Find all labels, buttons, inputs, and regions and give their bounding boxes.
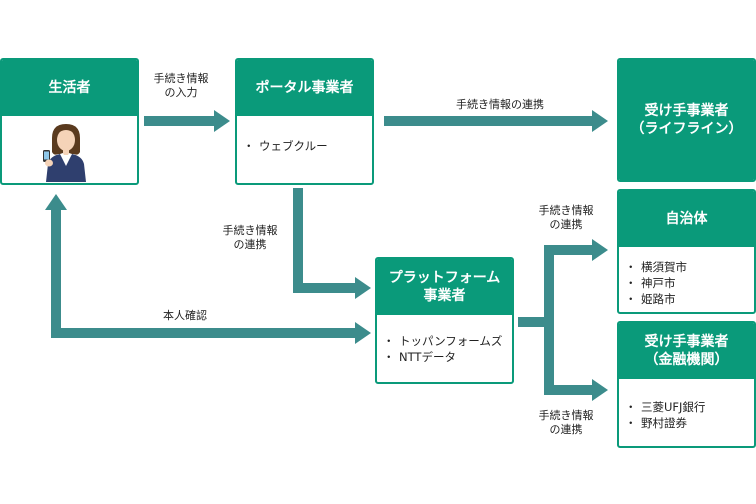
finance-title: 受け手事業者 （金融機関） — [619, 323, 754, 379]
list-item: 神戸市 — [619, 275, 754, 291]
lifeline-title-line1: 受け手事業者 — [644, 103, 729, 119]
label-link-platform: 手続き情報 の連携 — [212, 224, 288, 252]
platform-box: プラットフォーム 事業者 トッパンフォームズ NTTデータ — [375, 257, 514, 384]
label-link-municipality: 手続き情報 の連携 — [528, 204, 604, 232]
municipality-title: 自治体 — [619, 191, 754, 247]
platform-list: トッパンフォームズ NTTデータ — [377, 333, 512, 365]
arrow-link-municipality — [544, 239, 608, 401]
label-input: 手続き情報 の入力 — [148, 72, 214, 100]
citizen-box: 生活者 — [0, 58, 139, 185]
lifeline-title: 受け手事業者 （ライフライン） — [619, 60, 754, 180]
list-item: 横須賀市 — [619, 259, 754, 275]
citizen-title: 生活者 — [2, 60, 137, 116]
municipality-box: 自治体 横須賀市 神戸市 姫路市 — [617, 189, 756, 314]
label-input-line2: の入力 — [164, 86, 198, 99]
label-identity: 本人確認 — [163, 309, 207, 322]
label-link-municipality-line2: の連携 — [549, 218, 583, 231]
list-item: ウェブクルー — [237, 138, 372, 154]
platform-title-line2: 事業者 — [423, 288, 466, 304]
platform-title-line1: プラットフォーム — [388, 270, 501, 286]
label-link-municipality-line1: 手続き情報 — [538, 204, 594, 217]
label-link-lifeline: 手続き情報の連携 — [456, 98, 544, 111]
platform-title: プラットフォーム 事業者 — [377, 259, 512, 315]
arrow-link-lifeline — [384, 110, 608, 132]
label-link-platform-line1: 手続き情報 — [222, 224, 278, 237]
arrow-identity — [45, 194, 371, 344]
portal-box: ポータル事業者 ウェブクルー — [235, 58, 374, 185]
finance-title-line1: 受け手事業者 — [644, 334, 729, 350]
lifeline-title-line2: （ライフライン） — [630, 121, 743, 137]
finance-list: 三菱UFJ銀行 野村證券 — [619, 399, 754, 431]
portal-title: ポータル事業者 — [237, 60, 372, 116]
label-link-platform-line2: の連携 — [233, 238, 267, 251]
arrow-link-platform — [293, 188, 371, 299]
portal-list: ウェブクルー — [237, 138, 372, 154]
arrow-input — [144, 110, 230, 132]
label-input-line1: 手続き情報 — [153, 72, 209, 85]
municipality-list: 横須賀市 神戸市 姫路市 — [619, 259, 754, 307]
list-item: NTTデータ — [377, 349, 512, 365]
label-link-finance-line2: の連携 — [549, 423, 583, 436]
finance-title-line2: （金融機関） — [644, 352, 729, 368]
list-item: 野村證券 — [619, 415, 754, 431]
lifeline-box: 受け手事業者 （ライフライン） — [617, 58, 756, 182]
list-item: 三菱UFJ銀行 — [619, 399, 754, 415]
label-link-finance: 手続き情報 の連携 — [528, 409, 604, 437]
list-item: トッパンフォームズ — [377, 333, 512, 349]
person-with-smartphone-icon — [38, 122, 94, 182]
finance-box: 受け手事業者 （金融機関） 三菱UFJ銀行 野村證券 — [617, 321, 756, 448]
list-item: 姫路市 — [619, 291, 754, 307]
arrow-fork-stem — [518, 317, 544, 327]
label-link-finance-line1: 手続き情報 — [538, 409, 594, 422]
